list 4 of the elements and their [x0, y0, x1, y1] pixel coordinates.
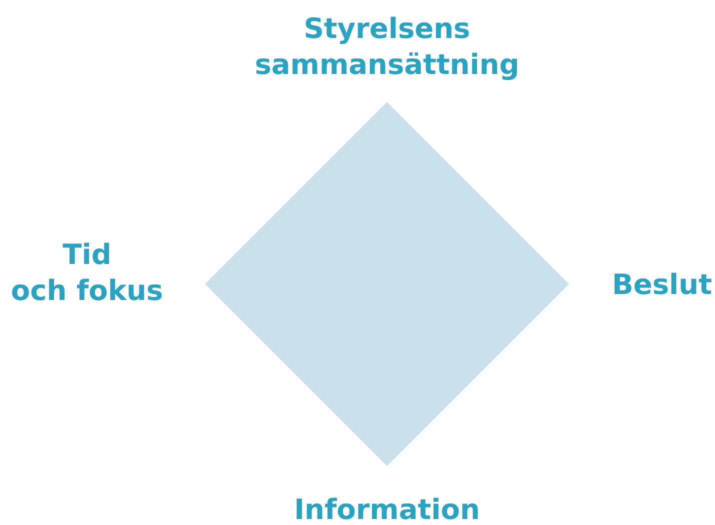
- corner-label: Information: [294, 492, 480, 525]
- corner-label: Beslut: [612, 267, 712, 303]
- corner-label: Tid och fokus: [10, 237, 164, 309]
- corner-label: Styrelsens sammansättning: [254, 11, 520, 83]
